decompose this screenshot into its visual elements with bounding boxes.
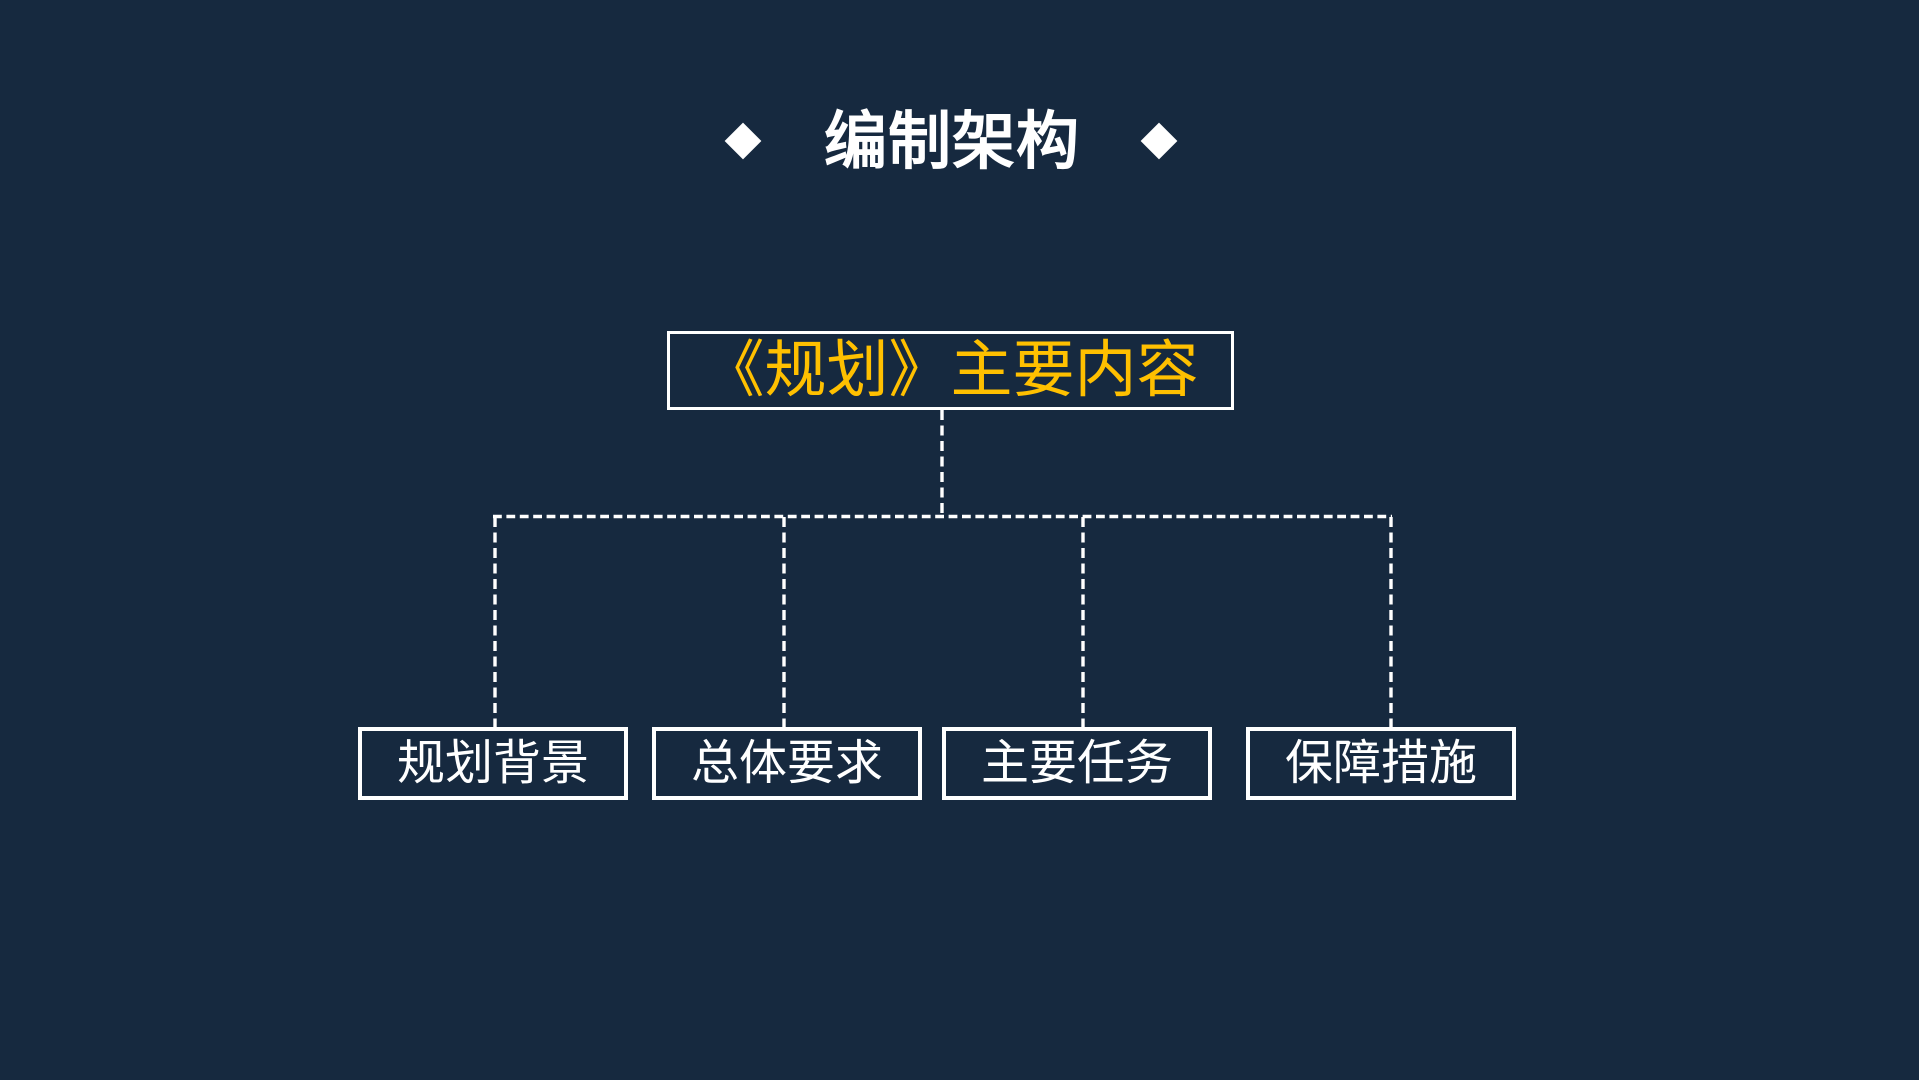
leaf-node-label: 保障措施 [1284, 736, 1477, 790]
leaf-node-label: 主要任务 [980, 736, 1173, 790]
leaf-node-label: 总体要求 [690, 736, 883, 790]
leaf-node-main-tasks: 主要任务 [942, 727, 1212, 800]
root-node: 《规划》主要内容 [667, 331, 1234, 410]
leaf-node-safeguard-measures: 保障措施 [1246, 727, 1516, 800]
leaf-node-label: 规划背景 [396, 736, 589, 790]
diamond-icon-right [1140, 122, 1178, 160]
leaf-node-overall-requirements: 总体要求 [652, 727, 922, 800]
root-node-label: 《规划》主要内容 [702, 335, 1199, 405]
leaf-node-planning-background: 规划背景 [358, 727, 628, 800]
diamond-icon-left [724, 122, 762, 160]
page-title: 编制架构 [824, 107, 1080, 177]
